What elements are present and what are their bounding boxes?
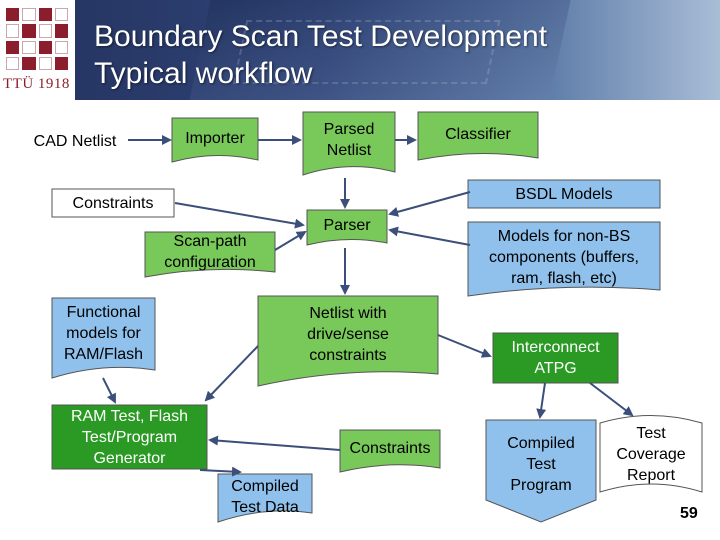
parser-shape	[306, 209, 388, 246]
slide-title: Boundary Scan Test Development Typical w…	[94, 18, 547, 92]
arrow-netlist-to-atpg	[437, 334, 492, 358]
netlist-constraints-shape	[257, 295, 439, 387]
title-line-1: Boundary Scan Test Development	[94, 20, 548, 53]
scan-path-shape	[144, 231, 276, 278]
test-coverage-report-label: Test Coverage Report	[616, 424, 686, 484]
compiled-test-data-shape	[217, 473, 313, 523]
compiled-test-program-shape	[485, 419, 597, 523]
arrow-atpg-to-program	[536, 382, 547, 419]
compiled-test-data-label: Compiled Test Data	[231, 478, 299, 516]
cad-netlist-node: CAD Netlist	[22, 128, 128, 154]
logo-text: TTÜ 1918	[3, 76, 70, 92]
bsdl-models-shape	[467, 179, 661, 209]
non-bs-models-shape	[467, 221, 661, 297]
test-coverage-report-shape	[599, 415, 703, 493]
functional-models-shape	[51, 297, 156, 379]
parsed-netlist-shape	[302, 111, 396, 176]
functional-models-label: Functional models for RAM/Flash	[63, 303, 144, 363]
constraints-top-node: Constraints	[52, 189, 174, 217]
classifier-label: Classifier	[445, 125, 511, 143]
parsed-netlist-label: Parsed Netlist	[323, 121, 375, 159]
interconnect-atpg-label: Interconnect ATPG	[511, 339, 600, 377]
arrow-atpg-to-report	[589, 382, 634, 417]
compiled-test-program-node: Compiled Test Program	[486, 424, 596, 504]
test-coverage-report-node: Test Coverage Report	[600, 420, 702, 488]
compiled-test-data-node: Compiled Test Data	[218, 476, 312, 518]
parser-label: Parser	[323, 216, 371, 234]
interconnect-atpg-shape	[492, 332, 619, 384]
arrow-nonbs-to-parser	[388, 226, 471, 246]
bsdl-models-label: BSDL Models	[515, 185, 613, 203]
compiled-test-program-label: Compiled Test Program	[507, 434, 575, 494]
university-logo: TTÜ 1918	[0, 0, 75, 100]
non-bs-models-node: Models for non-BS components (buffers, r…	[468, 224, 660, 290]
arrow-bsdl-to-parser	[388, 191, 471, 217]
slide-header: TTÜ 1918 Boundary Scan Test Development …	[0, 0, 720, 100]
classifier-shape	[417, 111, 539, 161]
arrow-ramtest-to-data	[199, 466, 242, 477]
ram-test-label: RAM Test, Flash Test/Program Generator	[70, 407, 189, 467]
scan-path-node: Scan-path configuration	[145, 232, 275, 272]
ram-test-shape	[51, 404, 208, 470]
cad-netlist-label: CAD Netlist	[33, 132, 117, 150]
functional-models-node: Functional models for RAM/Flash	[52, 298, 155, 368]
importer-shape	[171, 117, 259, 163]
netlist-constraints-label: Netlist with drive/sense constraints	[307, 304, 389, 364]
ram-test-node: RAM Test, Flash Test/Program Generator	[52, 405, 207, 469]
importer-label: Importer	[185, 129, 245, 147]
netlist-constraints-node: Netlist with drive/sense constraints	[258, 298, 438, 370]
constraints-bottom-label: Constraints	[349, 439, 431, 457]
non-bs-models-label: Models for non-BS components (buffers, r…	[488, 227, 639, 287]
parsed-netlist-node: Parsed Netlist	[303, 114, 395, 166]
constraints-bottom-node: Constraints	[340, 432, 440, 464]
bsdl-models-node: BSDL Models	[468, 180, 660, 208]
arrow-constraints-to-ramtest	[208, 435, 341, 451]
classifier-node: Classifier	[418, 114, 538, 154]
scan-path-label: Scan-path configuration	[164, 233, 256, 271]
constraints-bottom-shape	[339, 429, 441, 473]
constraints-top-label: Constraints	[72, 194, 154, 212]
page-number: 59	[680, 505, 698, 522]
arrow-scanpath-to-parser	[274, 230, 307, 251]
importer-node: Importer	[172, 118, 258, 158]
arrow-netlist-to-ramtest	[204, 345, 259, 402]
arrow-constraints-to-parser	[174, 202, 305, 229]
title-line-2: Typical workflow	[94, 57, 313, 90]
parser-node: Parser	[307, 210, 387, 240]
constraints-top-shape	[51, 188, 175, 218]
arrow-functional-to-ramtest	[102, 377, 116, 404]
interconnect-atpg-node: Interconnect ATPG	[493, 333, 618, 383]
logo-grid-icon	[6, 8, 68, 70]
